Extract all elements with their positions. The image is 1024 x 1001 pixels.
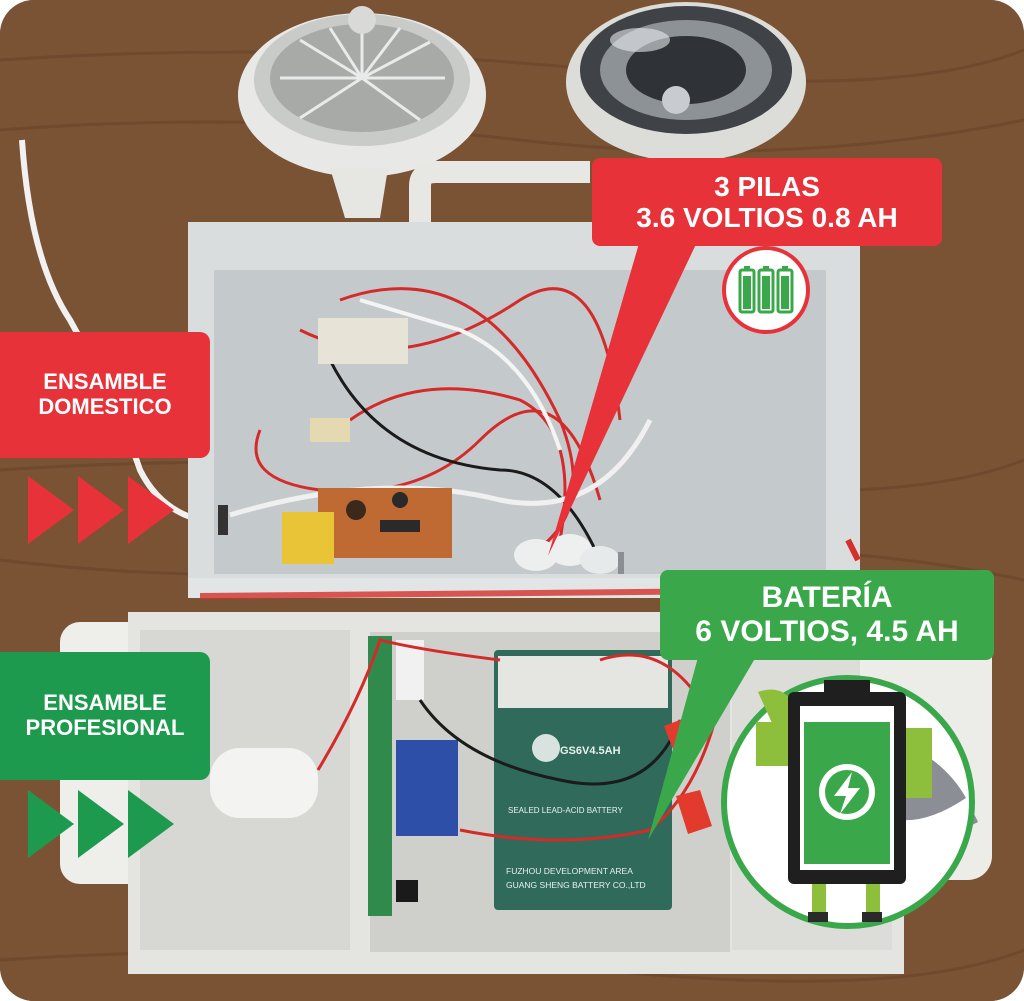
lamp-head-left <box>238 6 486 218</box>
lightning-icon <box>834 772 860 814</box>
bateria-pointer <box>648 650 760 840</box>
pilas-callout: 3 PILAS 3.6 VOLTIOS 0.8 AH <box>592 158 942 246</box>
ensamble-domestico-label: ENSAMBLE DOMESTICO <box>0 332 210 458</box>
battery-model-print: GS6V4.5AH <box>560 745 621 757</box>
domestico-line2: DOMESTICO <box>38 394 172 419</box>
battery-maker-line2: GUANG SHENG BATTERY CO.,LTD <box>506 880 646 890</box>
domestico-line1: ENSAMBLE <box>43 369 167 395</box>
chevron-right-icon <box>78 476 124 544</box>
bateria-title: BATERÍA <box>761 581 893 615</box>
bateria-spec: 6 VOLTIOS, 4.5 AH <box>695 615 959 648</box>
carry-handle <box>409 161 590 222</box>
bateria-callout: BATERÍA 6 VOLTIOS, 4.5 AH <box>660 570 994 660</box>
chevron-right-icon <box>128 790 174 858</box>
ensamble-profesional-label: ENSAMBLE PROFESIONAL <box>0 652 210 780</box>
profesional-arrows <box>28 790 174 858</box>
chevron-right-icon <box>128 476 174 544</box>
profesional-line1: ENSAMBLE <box>43 690 167 716</box>
profesional-line2: PROFESIONAL <box>25 715 185 740</box>
pilas-title: 3 PILAS <box>714 170 820 202</box>
pilas-spec: 3.6 VOLTIOS 0.8 AH <box>636 202 898 233</box>
battery-maker-line1: FUZHOU DEVELOPMENT AREA <box>506 866 633 876</box>
chevron-right-icon <box>28 476 74 544</box>
domestico-arrows <box>28 476 174 544</box>
chevron-right-icon <box>78 790 124 858</box>
battery-type-print: SEALED LEAD-ACID BATTERY <box>508 806 623 815</box>
battery-cells-icon <box>722 246 810 334</box>
lamp-head-right <box>566 2 806 162</box>
charging-battery-icon <box>721 675 978 929</box>
chevron-right-icon <box>28 790 74 858</box>
pilas-pointer <box>548 240 698 556</box>
wood-grain <box>0 118 1024 153</box>
